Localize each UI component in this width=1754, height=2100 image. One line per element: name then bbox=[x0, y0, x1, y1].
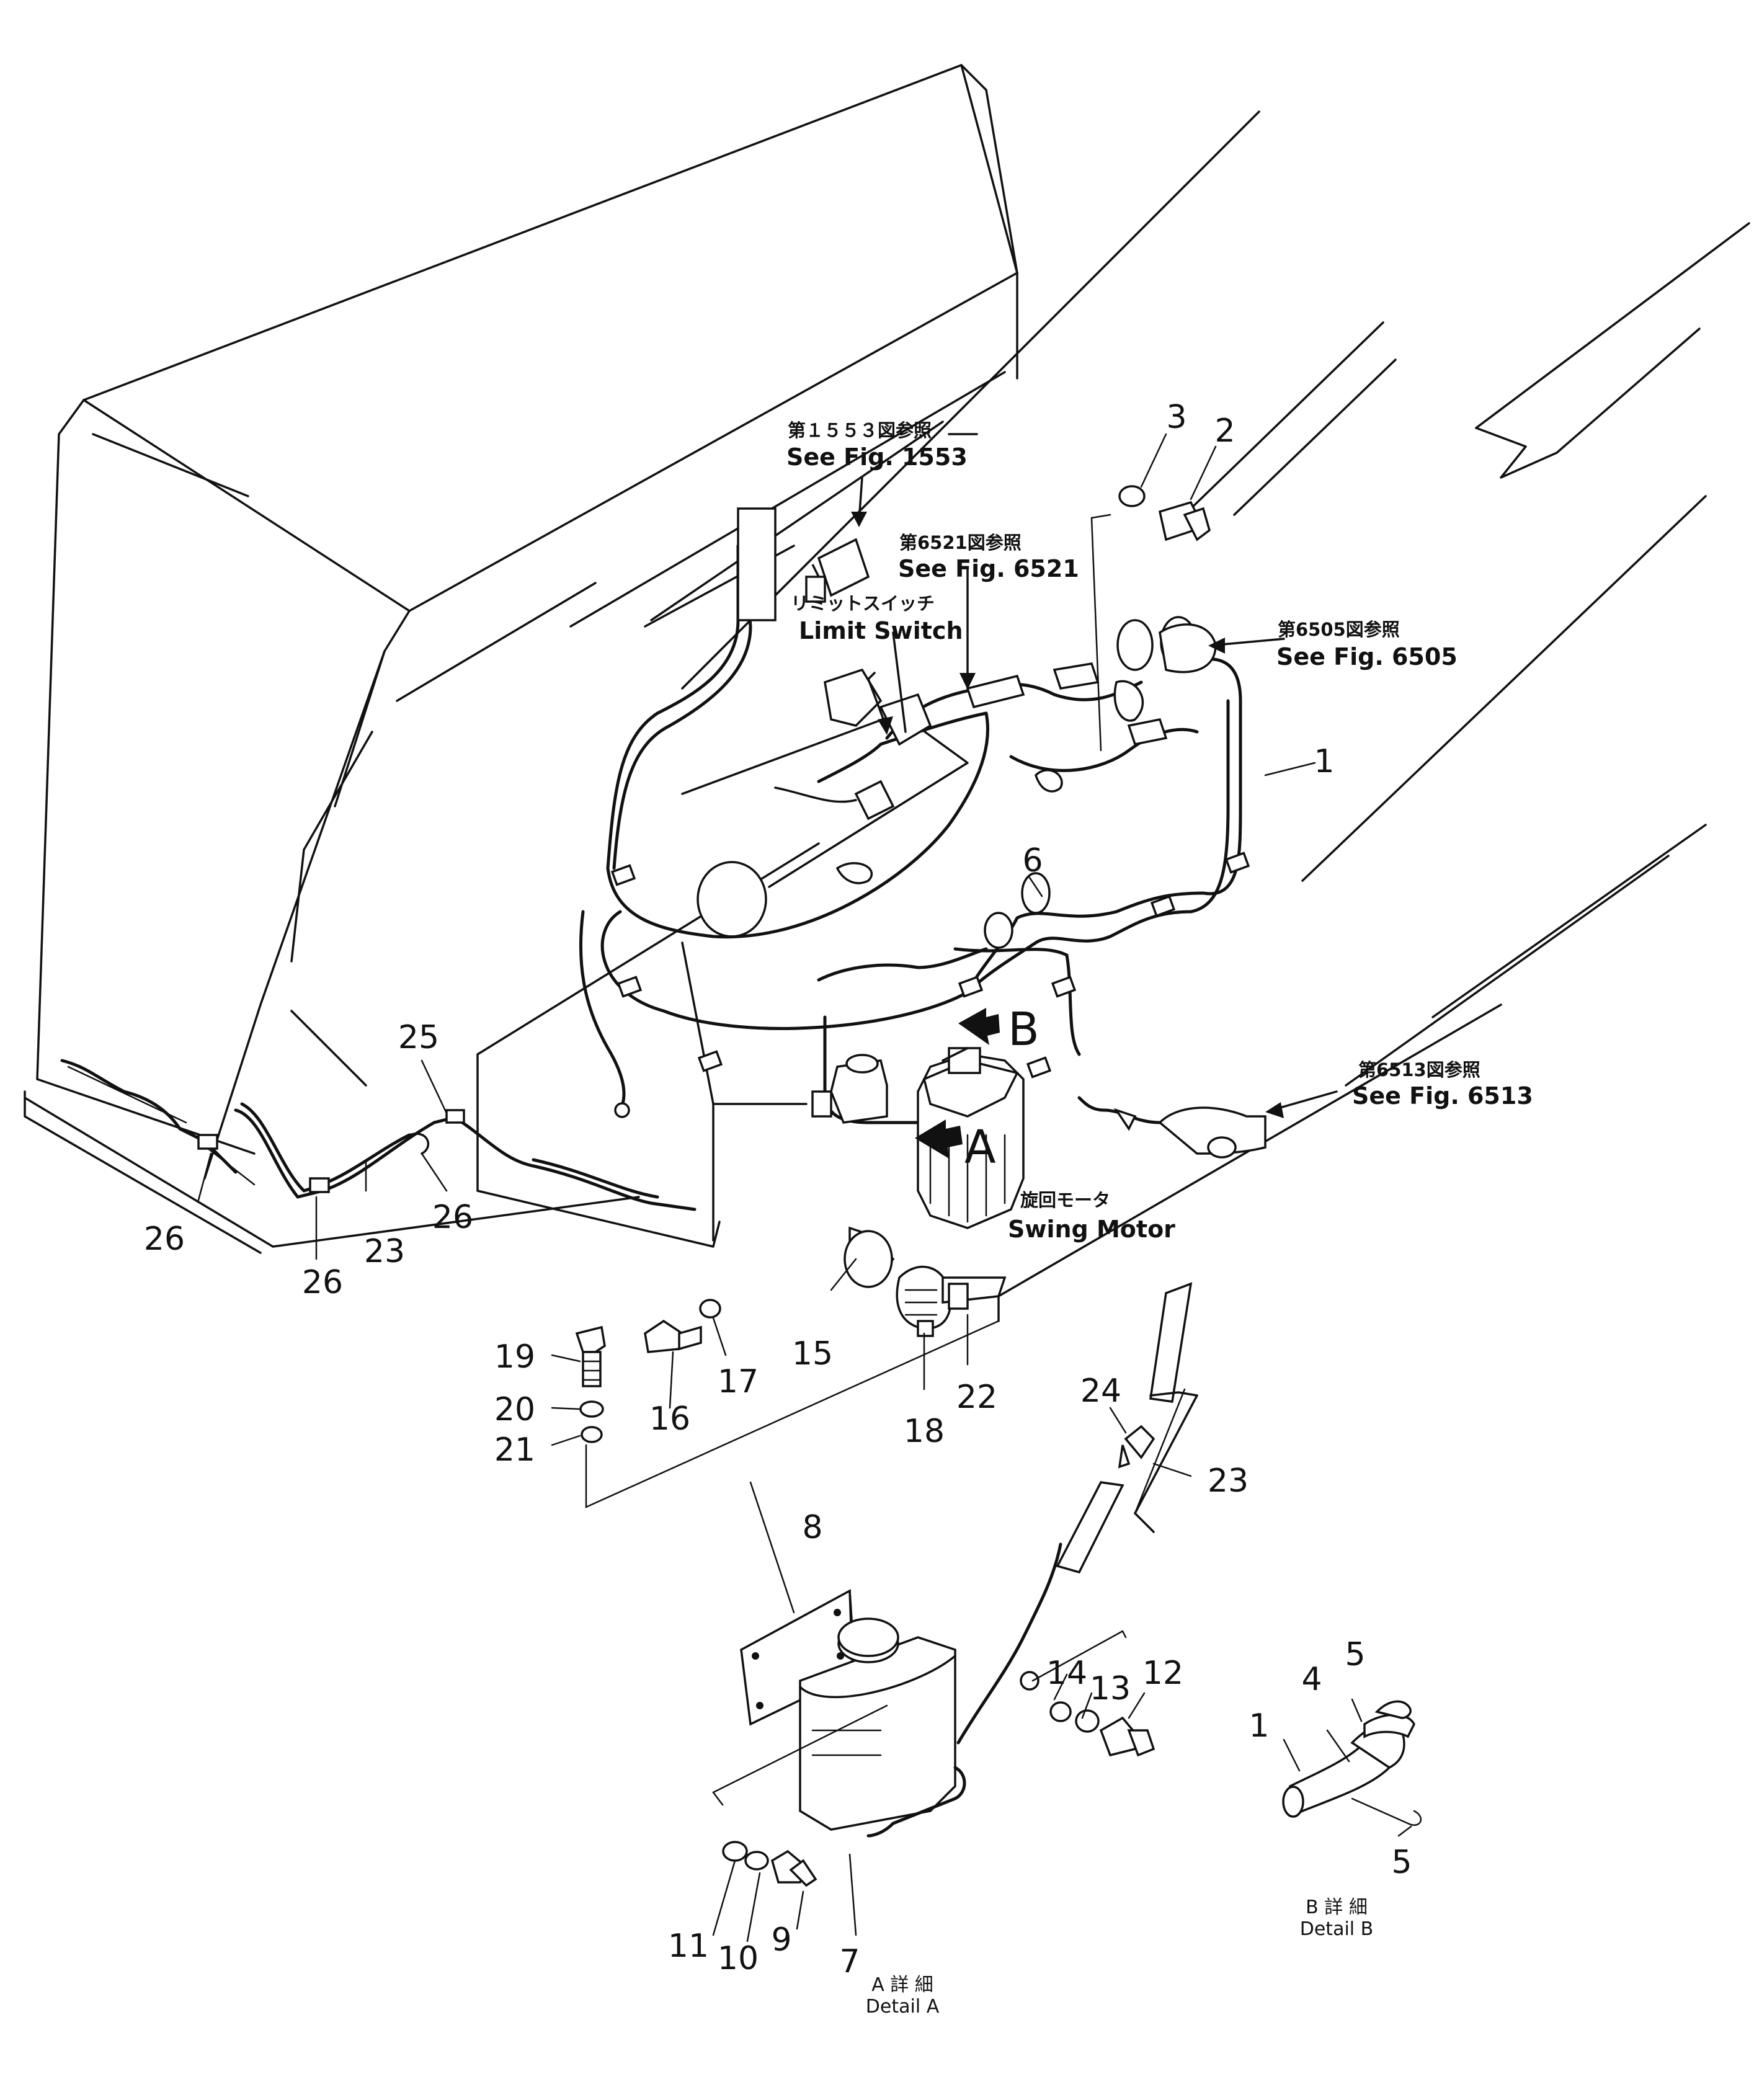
callout-26-left: 26 bbox=[144, 1221, 185, 1258]
fig6513-ref-en: See Fig. 6513 bbox=[1352, 1082, 1533, 1110]
callout-14: 14 bbox=[1046, 1655, 1087, 1692]
callout-9: 9 bbox=[771, 1921, 791, 1959]
fig1553-ref-en: See Fig. 1553 bbox=[786, 443, 968, 471]
fig1553-arrow-head bbox=[851, 512, 867, 527]
callout-numbers: 3 2 1 6 25 26 26 23 26 19 20 21 16 17 15… bbox=[144, 399, 1412, 1980]
detail-a-caption-en: Detail A bbox=[866, 1996, 940, 2018]
view-arrow-a bbox=[915, 1119, 963, 1159]
grouping-lines bbox=[585, 514, 1186, 1806]
machine-frame bbox=[476, 110, 1750, 1322]
fig6521-ref-jp: 第6521図参照 bbox=[899, 532, 1022, 553]
harness-clamps bbox=[197, 852, 1250, 1193]
detail-b-hose bbox=[1282, 1700, 1422, 1826]
callout-5-bottom: 5 bbox=[1391, 1844, 1412, 1881]
fig6505-ref-en: See Fig. 6505 bbox=[1276, 643, 1458, 670]
swing-motor bbox=[917, 1047, 1025, 1229]
callout-16: 16 bbox=[649, 1400, 690, 1438]
callout-22: 22 bbox=[956, 1379, 997, 1416]
callout-1: 1 bbox=[1314, 743, 1334, 780]
callout-12: 12 bbox=[1142, 1655, 1183, 1692]
callout-24: 24 bbox=[1080, 1373, 1121, 1410]
callout-25: 25 bbox=[398, 1019, 439, 1056]
callout-23-hose: 23 bbox=[1208, 1462, 1249, 1500]
callout-11: 11 bbox=[668, 1928, 709, 1965]
washer-tank-mounted bbox=[811, 1054, 888, 1124]
bolt-2-washer-3 bbox=[1118, 485, 1211, 541]
callout-1-detail-b: 1 bbox=[1249, 1707, 1269, 1745]
callout-3: 3 bbox=[1166, 399, 1186, 436]
fig6513-ref-jp: 第6513図参照 bbox=[1358, 1059, 1480, 1080]
fig6505-ref-jp: 第6505図参照 bbox=[1278, 619, 1400, 640]
callout-15: 15 bbox=[792, 1335, 833, 1373]
bolts-19-21 bbox=[575, 1325, 606, 1443]
cab-body bbox=[24, 64, 1018, 1254]
limit-switch-label-jp: リミットスイッチ bbox=[791, 593, 935, 614]
limit-switch-label-en: Limit Switch bbox=[799, 617, 963, 644]
fig6521-ref-en: See Fig. 6521 bbox=[898, 555, 1079, 582]
callout-2: 2 bbox=[1214, 412, 1235, 450]
callout-20: 20 bbox=[494, 1391, 535, 1428]
callout-26-right: 26 bbox=[432, 1199, 473, 1236]
view-arrow-b bbox=[958, 1008, 1000, 1045]
tank-block bbox=[681, 712, 969, 1105]
callout-13: 13 bbox=[1090, 1670, 1131, 1707]
reference-arrows bbox=[851, 433, 1338, 1118]
swing-motor-label-jp: 旋回モータ bbox=[1020, 1190, 1110, 1211]
callout-21: 21 bbox=[494, 1431, 535, 1469]
horn-assembly bbox=[844, 1226, 1007, 1337]
callout-10: 10 bbox=[718, 1940, 759, 1977]
wiring-harness bbox=[60, 544, 1242, 1211]
view-marker-a: A bbox=[964, 1121, 996, 1174]
callout-26-bottom: 26 bbox=[302, 1264, 343, 1301]
detail-b-caption-en: Detail B bbox=[1300, 1918, 1374, 1940]
limit-switch-assembly bbox=[737, 507, 1217, 884]
callout-4: 4 bbox=[1301, 1661, 1322, 1698]
leader-lines bbox=[197, 433, 1412, 1942]
callout-5-top: 5 bbox=[1345, 1636, 1365, 1673]
view-marker-b: B bbox=[1008, 1003, 1039, 1056]
callout-8: 8 bbox=[802, 1509, 822, 1546]
detail-b-caption-jp: B 詳 細 bbox=[1306, 1897, 1368, 1918]
detail-a-caption-jp: A 詳 細 bbox=[871, 1974, 933, 1996]
fig6513-component bbox=[1077, 1096, 1267, 1159]
detail-a-hose bbox=[1056, 1282, 1198, 1574]
swing-motor-label-en: Swing Motor bbox=[1008, 1216, 1175, 1243]
callout-18: 18 bbox=[904, 1413, 945, 1450]
fig1553-ref-jp: 第１５５３図参照 bbox=[788, 420, 932, 441]
detail-a-washer-tank bbox=[740, 1542, 1062, 1838]
callout-6: 6 bbox=[1022, 842, 1043, 879]
bolts-16-17 bbox=[644, 1299, 721, 1353]
callout-19: 19 bbox=[494, 1338, 535, 1376]
callout-23-harness: 23 bbox=[364, 1233, 405, 1270]
callout-7: 7 bbox=[839, 1943, 860, 1980]
callout-17: 17 bbox=[718, 1363, 759, 1400]
